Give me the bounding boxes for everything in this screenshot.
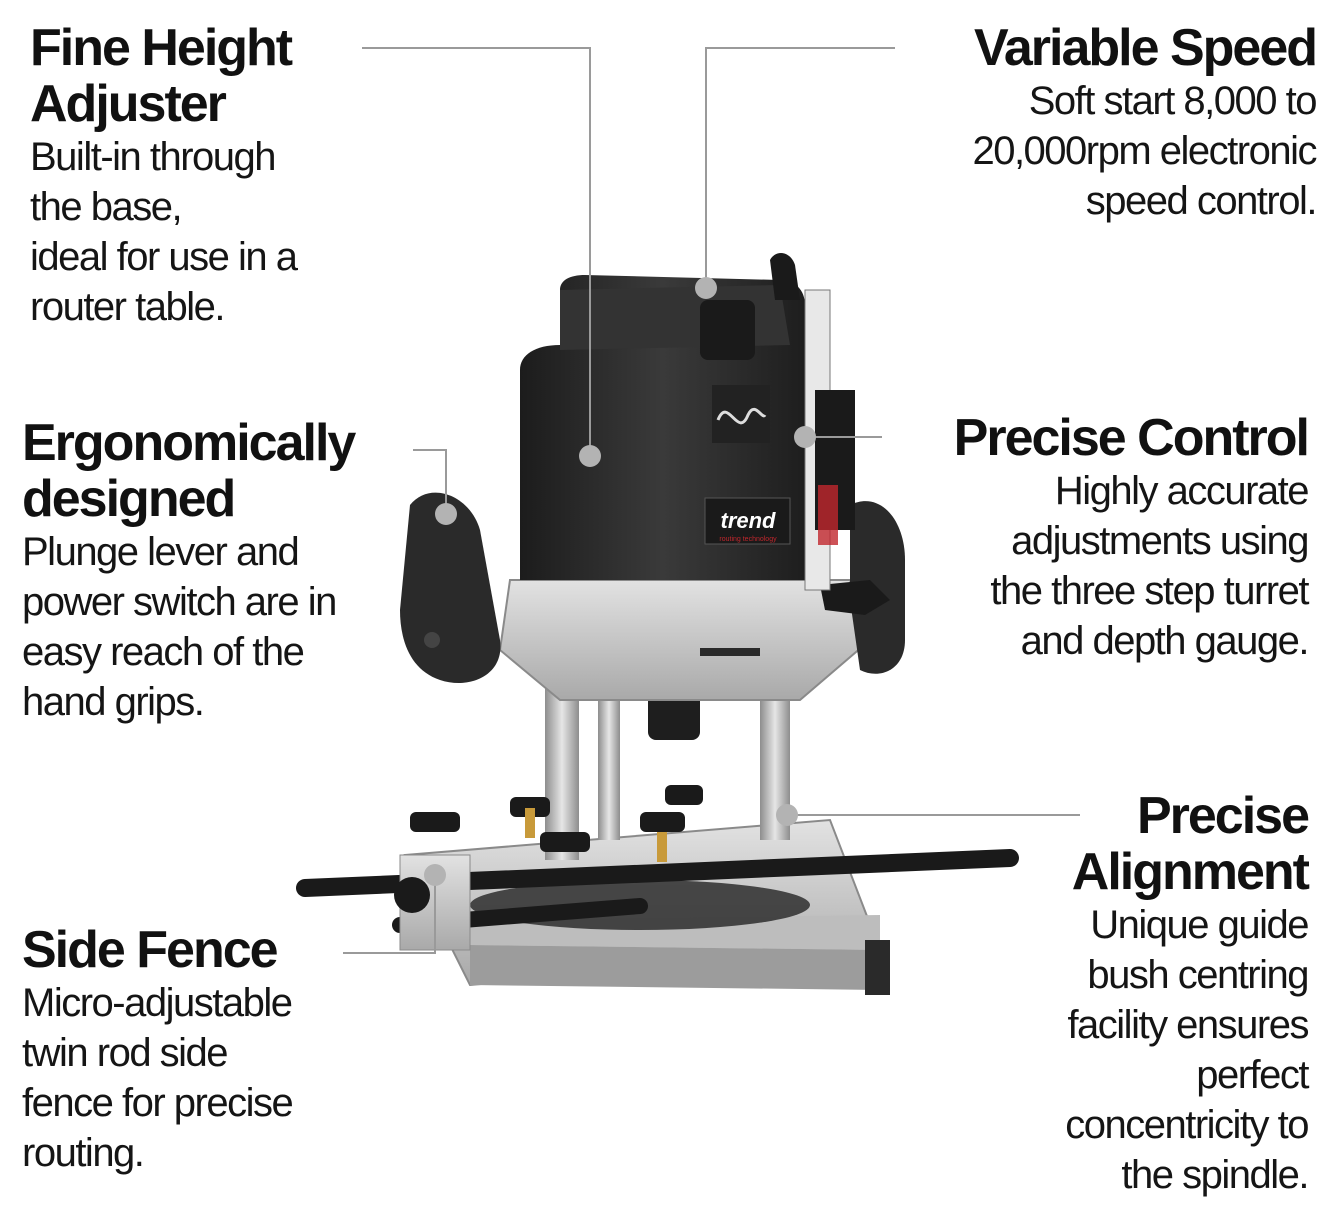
feature-description: Plunge lever and power switch are in eas…: [22, 530, 337, 724]
leader-side-fence: [343, 875, 436, 954]
feature-side-fence: Side Fence Micro-adjustable twin rod sid…: [22, 922, 362, 1178]
brand-tagline: routing technology: [719, 536, 777, 543]
feature-title: Side Fence: [22, 921, 279, 979]
feature-title: Precise Control: [953, 409, 1310, 467]
carriage: [498, 579, 872, 701]
feature-description: Soft start 8,000 to 20,000rpm electronic…: [972, 79, 1317, 223]
feature-ergonomic: Ergonomically designed Plunge lever and …: [22, 415, 412, 727]
feature-fine-height: Fine Height Adjuster Built-in through th…: [30, 20, 370, 332]
feature-title: Variable Speed: [974, 19, 1318, 77]
base-knobs: [410, 785, 703, 862]
feature-description: Unique guide bush centring facility ensu…: [1065, 903, 1309, 1197]
leader-dots: [424, 277, 816, 886]
brand-logo: trend: [721, 508, 777, 533]
leader-fine-height: [362, 47, 591, 456]
feature-description: Built-in through the base, ideal for use…: [30, 135, 298, 329]
feature-description: Micro-adjustable twin rod side fence for…: [22, 981, 294, 1175]
feature-description: Highly accurate adjustments using the th…: [990, 469, 1309, 663]
feature-precise-control: Precise Control Highly accurate adjustme…: [888, 409, 1310, 666]
feature-title: Ergonomically designed: [22, 414, 356, 528]
feature-title: Precise Alignment: [1071, 787, 1310, 901]
feature-precise-alignment: Precise Alignment Unique guide bush cent…: [1008, 787, 1310, 1200]
leader-ergonomic: [413, 449, 447, 514]
feature-title: Fine Height Adjuster: [30, 19, 293, 133]
feature-variable-speed: Variable Speed Soft start 8,000 to 20,00…: [856, 19, 1318, 226]
handles: [400, 492, 905, 684]
motor-housing: trend routing technology: [520, 253, 855, 591]
leader-variable-speed: [705, 47, 895, 288]
leader-lines: [343, 47, 1080, 954]
